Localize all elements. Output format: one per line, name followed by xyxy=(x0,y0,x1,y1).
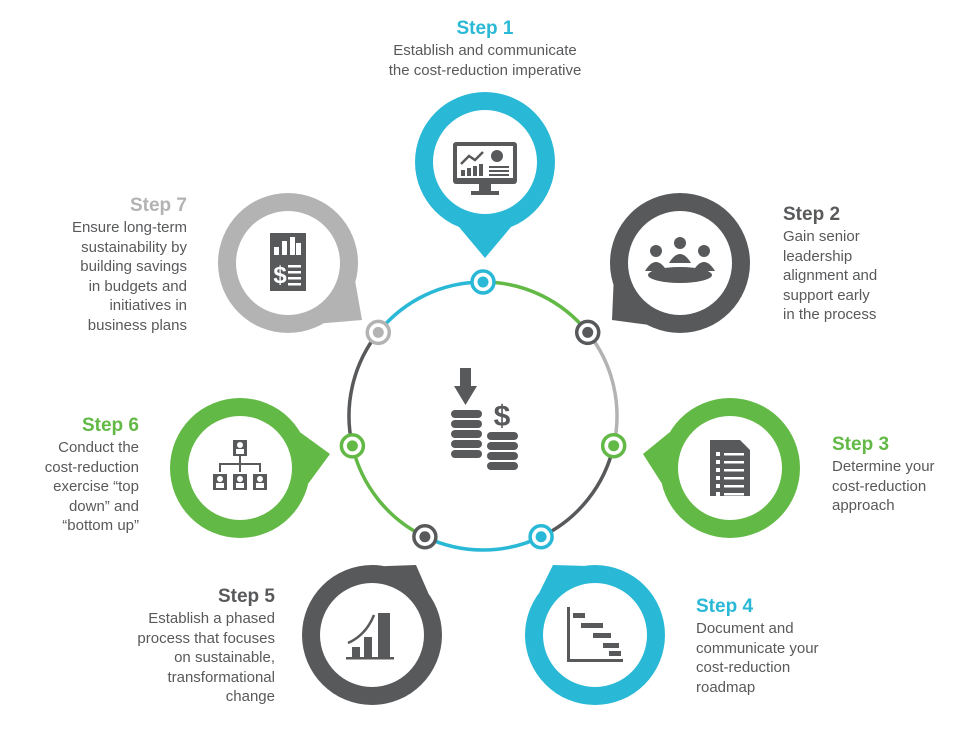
ring-arc-segment xyxy=(376,280,484,334)
gantt-chart-icon xyxy=(567,607,623,662)
ring-arc-segment xyxy=(424,535,542,552)
step-1-description: Establish and communicate the cost-reduc… xyxy=(388,42,582,79)
step-7-title: Step 7 xyxy=(129,195,187,216)
step-6-bubble xyxy=(170,398,330,538)
step-7-node-dot xyxy=(372,326,384,338)
step-5-title: Step 5 xyxy=(217,586,275,607)
step-1-text: Step 1 Establish and communicate the cos… xyxy=(330,17,640,80)
step-2-description: Gain senior leadership alignment and sup… xyxy=(783,228,878,323)
growth-bar-chart-icon xyxy=(346,613,394,660)
budget-report-icon: $ xyxy=(270,233,306,291)
step-6-title: Step 6 xyxy=(81,415,139,436)
org-chart-icon xyxy=(213,440,267,490)
step-2-title: Step 2 xyxy=(783,204,841,225)
step-7-bubble: $ xyxy=(218,193,362,333)
step-4-node-dot xyxy=(535,531,547,543)
step-5-description: Establish a phased process that focuses … xyxy=(137,610,275,705)
step-3-node-dot xyxy=(608,440,620,452)
monitor-analytics-icon xyxy=(453,142,517,195)
ring-arc-segment xyxy=(347,331,380,447)
bubble-inner xyxy=(320,583,424,687)
meeting-table-icon xyxy=(645,237,715,283)
step-3-text: Step 3 Determine your cost-reduction app… xyxy=(832,433,980,516)
step-4-description: Document and communicate your cost-reduc… xyxy=(696,620,819,696)
step-5-text: Step 5 Establish a phased process that f… xyxy=(95,585,275,707)
step-2-bubble xyxy=(610,193,750,333)
ring-arc-segment xyxy=(350,445,426,539)
step-2-node-dot xyxy=(582,326,594,338)
svg-text:$: $ xyxy=(273,262,287,289)
step-6-node-dot xyxy=(346,440,358,452)
ring-arc-segment xyxy=(586,331,619,447)
step-7-description: Ensure long-term sustainability by build… xyxy=(71,219,187,334)
step-5-node-dot xyxy=(419,531,431,543)
step-4-title: Step 4 xyxy=(696,596,754,617)
step-4-text: Step 4 Document and communicate your cos… xyxy=(696,595,876,697)
bubble-pointer xyxy=(459,227,511,258)
step-3-bubble xyxy=(643,398,800,538)
step-bubbles: $ xyxy=(170,92,800,705)
step-3-description: Determine your cost-reduction approach xyxy=(832,458,935,514)
step-2-text: Step 2 Gain senior leadership alignment … xyxy=(783,203,963,325)
step-6-description: Conduct the cost-reduction exercise “top… xyxy=(44,439,139,534)
coins-down-dollar-icon: $ xyxy=(451,368,518,470)
step-5-bubble xyxy=(302,565,442,705)
step-7-text: Step 7 Ensure long-term sustainability b… xyxy=(20,194,187,335)
step-1-title: Step 1 xyxy=(456,18,514,39)
step-3-title: Step 3 xyxy=(832,434,890,455)
checklist-document-icon xyxy=(710,440,750,496)
ring-arc-segment xyxy=(540,445,616,539)
step-6-text: Step 6 Conduct the cost-reduction exerci… xyxy=(0,414,139,536)
step-4-bubble xyxy=(525,565,665,705)
step-1-bubble xyxy=(415,92,555,258)
svg-text:$: $ xyxy=(494,400,511,433)
step-1-node-dot xyxy=(477,276,489,288)
ring-arc-segment xyxy=(482,280,590,334)
